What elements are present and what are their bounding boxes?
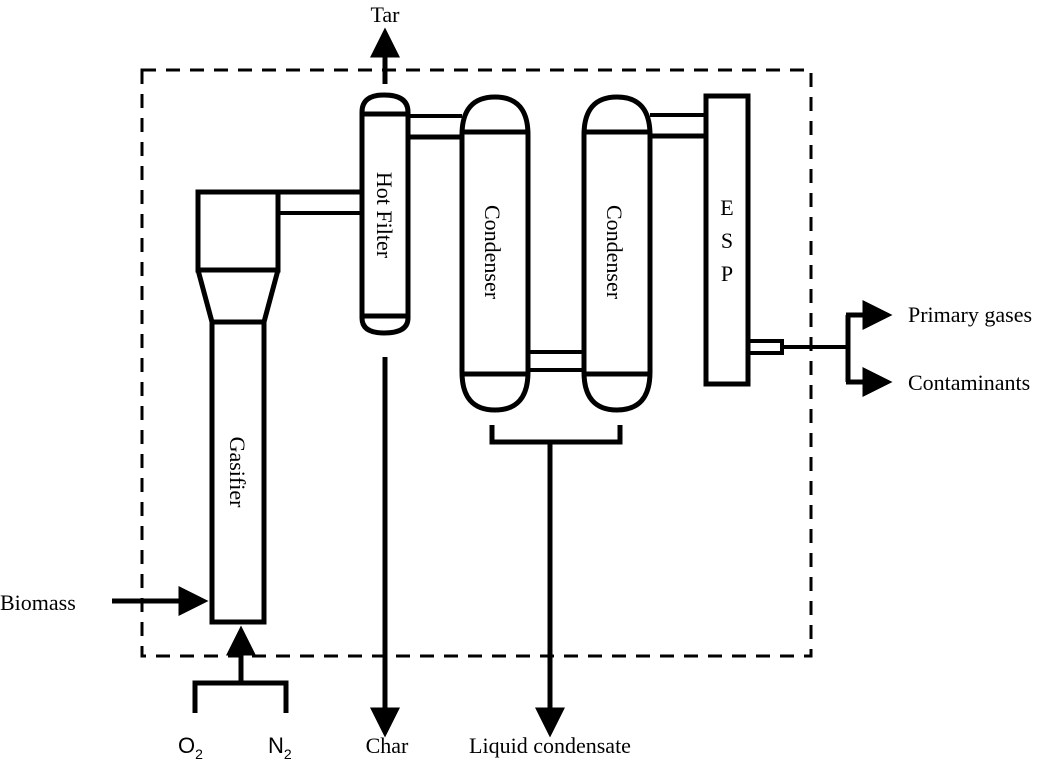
hot-filter-unit: Hot Filter bbox=[359, 92, 411, 336]
condenser-1-label: Condenser bbox=[480, 205, 505, 300]
contaminants-label: Contaminants bbox=[908, 370, 1030, 395]
oxygen-label: O2 bbox=[178, 733, 203, 762]
nitrogen-label: N2 bbox=[268, 733, 292, 762]
system-boundary bbox=[140, 68, 813, 658]
gasifier-label: Gasifier bbox=[225, 437, 250, 509]
hot-filter-label: Hot Filter bbox=[372, 172, 397, 259]
condenser-1-unit: Condenser bbox=[459, 94, 531, 413]
condenser-2-unit: Condenser bbox=[581, 94, 653, 413]
pipe-filter-condenser bbox=[408, 114, 462, 140]
biomass-label: Biomass bbox=[0, 590, 76, 615]
char-label: Char bbox=[366, 733, 409, 758]
primary-gases-label: Primary gases bbox=[908, 302, 1032, 327]
esp-unit: E S P bbox=[703, 93, 751, 387]
tar-label: Tar bbox=[371, 2, 401, 27]
esp-label-e: E bbox=[720, 195, 733, 220]
esp-label-p: P bbox=[721, 261, 733, 286]
esp-label-s: S bbox=[721, 228, 733, 253]
esp-outlet bbox=[746, 315, 851, 382]
pipe-gasifier-filter bbox=[278, 189, 362, 215]
pipe-condenser-esp bbox=[650, 113, 706, 139]
gas-inlet-manifold bbox=[192, 680, 289, 713]
liquid-condensate-label: Liquid condensate bbox=[469, 733, 631, 758]
gasifier-unit: Gasifier bbox=[195, 189, 281, 625]
pipe-condenser-condenser bbox=[528, 350, 584, 372]
condenser-2-label: Condenser bbox=[602, 205, 627, 300]
condensate-collector bbox=[489, 425, 623, 445]
